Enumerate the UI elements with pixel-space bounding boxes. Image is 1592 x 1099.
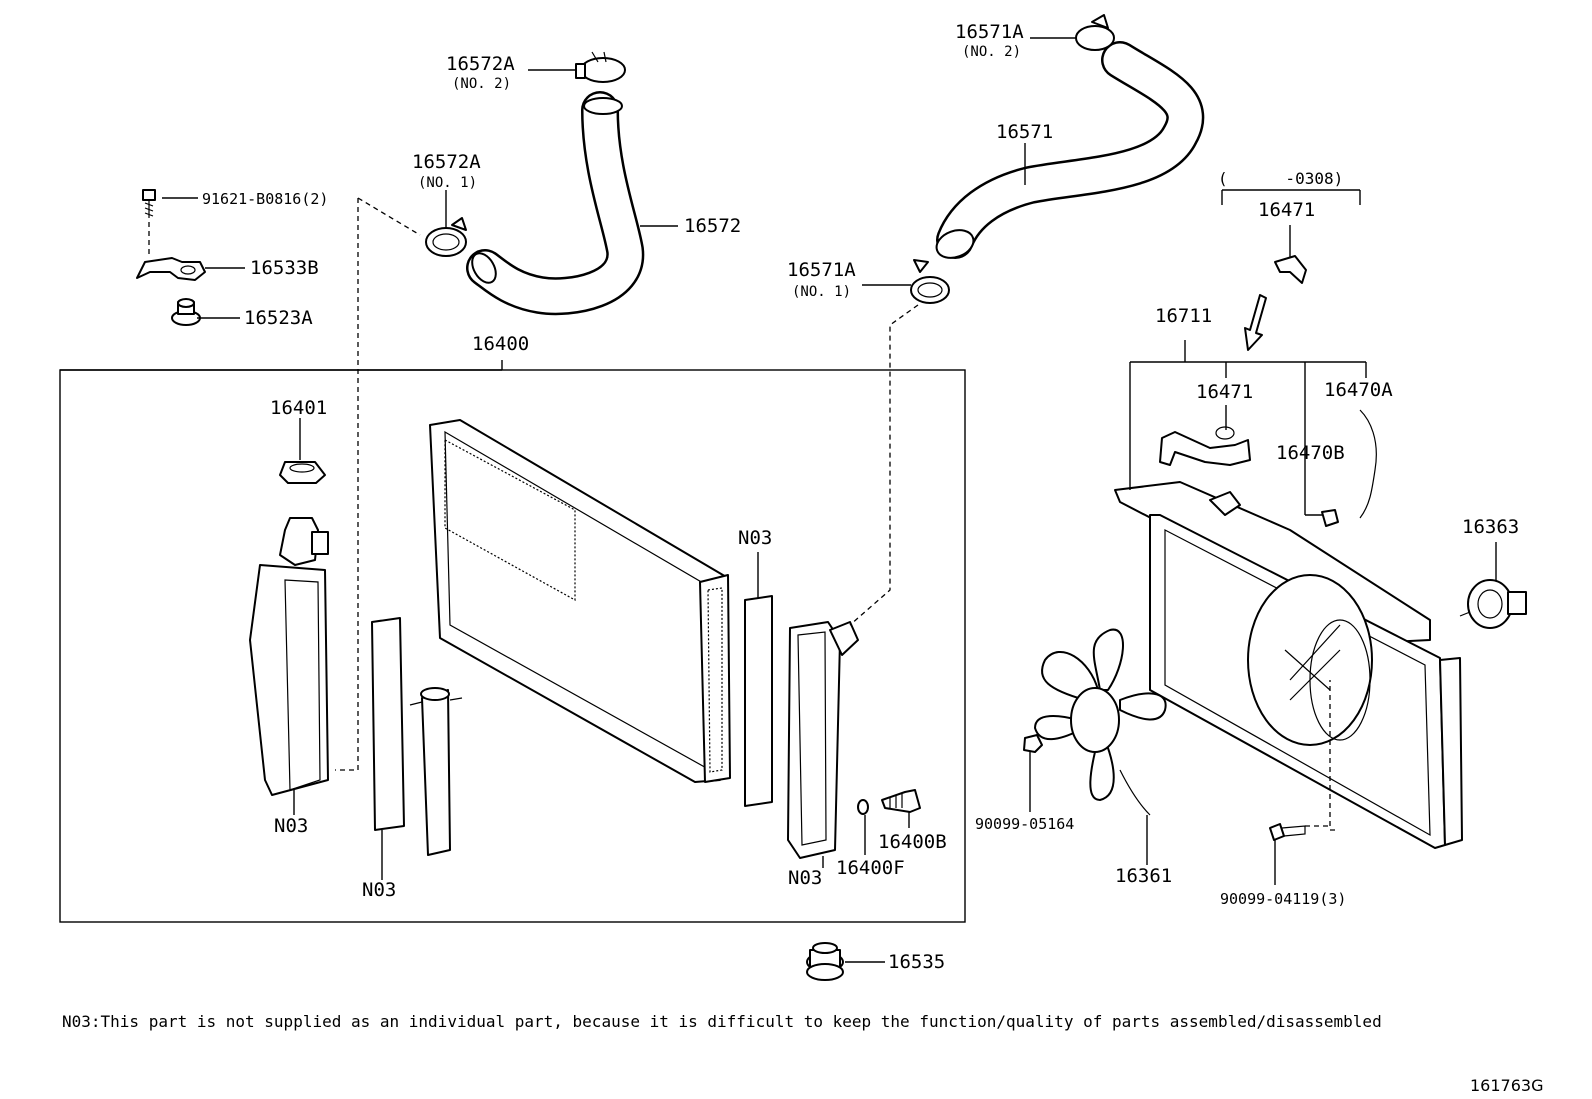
label-16572a-no1-sub: (NO. 1)	[418, 175, 477, 191]
label-16571a-no1-sub: (NO. 1)	[792, 284, 851, 300]
label-16571a-no2: 16571A	[955, 21, 1024, 43]
label-n03-left-seal: N03	[362, 879, 396, 901]
lower-pipe	[409, 687, 463, 856]
label-16471-top: 16471	[1258, 199, 1315, 221]
label-serial-range: ( -0308)	[1218, 169, 1343, 188]
bolt-91621	[142, 189, 156, 218]
label-16572: 16572	[684, 215, 741, 237]
label-n03-right-tank: N03	[788, 867, 822, 889]
label-16470b: 16470B	[1276, 442, 1345, 464]
label-16471: 16471	[1196, 381, 1253, 403]
left-tank	[249, 517, 329, 796]
radiator-core	[429, 419, 731, 783]
cushion-16535	[806, 942, 844, 981]
right-tank	[787, 621, 859, 859]
label-16400b: 16400B	[878, 831, 947, 853]
clip-16470b	[1321, 509, 1339, 527]
label-91621-b0816: 91621-B0816(2)	[202, 190, 328, 208]
label-16361: 16361	[1115, 865, 1172, 887]
part-labels: 16572A (NO. 2) 16572A (NO. 1) 16572 9162…	[202, 21, 1519, 973]
radiator-cap-16401	[279, 461, 326, 484]
label-90099-04119: 90099-04119(3)	[1220, 890, 1346, 908]
label-16523a: 16523A	[244, 307, 313, 329]
label-n03-left-tank: N03	[274, 815, 308, 837]
bolt-90099-04119	[1269, 823, 1306, 841]
leader-lines	[60, 37, 1497, 963]
fan-16361	[1034, 628, 1167, 816]
radiator-assembly-box	[59, 369, 966, 923]
label-16571: 16571	[996, 121, 1053, 143]
clamp-16572a-no2	[575, 51, 626, 83]
fan-shroud	[1114, 481, 1463, 849]
label-90099-05164: 90099-05164	[975, 815, 1074, 833]
label-16572a-no2: 16572A	[446, 53, 515, 75]
hose-16471	[1159, 426, 1251, 466]
label-16535: 16535	[888, 951, 945, 973]
label-16711: 16711	[1155, 305, 1212, 327]
alignment-dashes	[148, 197, 1335, 831]
hose-16572	[466, 91, 645, 316]
direction-arrow	[1244, 294, 1267, 351]
footnote: N03:This part is not supplied as an indi…	[62, 1012, 1382, 1031]
label-16572a-no1: 16572A	[412, 151, 481, 173]
label-16571a-no2-sub: (NO. 2)	[962, 44, 1021, 60]
clip-16471-top	[1274, 255, 1307, 284]
fan-motor-16363	[1459, 579, 1527, 629]
diagram-code: 161763G	[1470, 1076, 1543, 1095]
label-16363: 16363	[1462, 516, 1519, 538]
hose-16571	[935, 41, 1205, 259]
label-16400f: 16400F	[836, 857, 905, 879]
label-16401: 16401	[270, 397, 327, 419]
label-16400: 16400	[472, 333, 529, 355]
hose-16470a	[1359, 409, 1377, 519]
nut-90099-05164	[1023, 734, 1043, 753]
bracket-16533b	[136, 257, 206, 281]
label-16470a: 16470A	[1324, 379, 1393, 401]
clamp-16571a-no2	[1075, 14, 1115, 51]
clamp-16571a-no1	[910, 259, 950, 304]
drain-plug-16400b	[881, 789, 921, 813]
seal-n03-left	[371, 617, 405, 831]
seal-n03-right	[744, 595, 773, 807]
o-ring-16400f	[857, 799, 869, 815]
label-16571a-no1: 16571A	[787, 259, 856, 281]
grommet-16523a	[171, 298, 201, 326]
label-n03-right-seal: N03	[738, 527, 772, 549]
label-16533b: 16533B	[250, 257, 319, 279]
label-16572a-no2-sub: (NO. 2)	[452, 76, 511, 92]
